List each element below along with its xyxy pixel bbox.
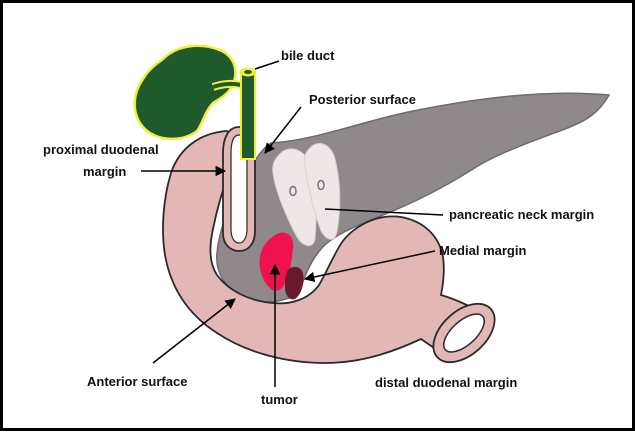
bile-duct-tube (241, 71, 255, 159)
bile-duct-label: bile duct (281, 49, 334, 62)
pancreatic-neck-margin-label: pancreatic neck margin (449, 208, 594, 221)
gallbladder (135, 46, 236, 139)
posterior-surface-label: Posterior surface (309, 93, 416, 106)
anterior-surface-label: Anterior surface (87, 375, 187, 388)
bile-duct-leader (255, 61, 279, 69)
tumor-label: tumor (261, 393, 298, 406)
proximal-duodenal-margin-label-2: margin (83, 165, 126, 178)
medial-margin-label: Medial margin (439, 244, 526, 257)
medial-margin-tissue (285, 267, 304, 299)
distal-duodenal-margin-label: distal duodenal margin (375, 376, 517, 389)
bile-duct-lumen (244, 70, 252, 74)
proximal-duodenal-margin-label: proximal duodenal (43, 143, 159, 156)
